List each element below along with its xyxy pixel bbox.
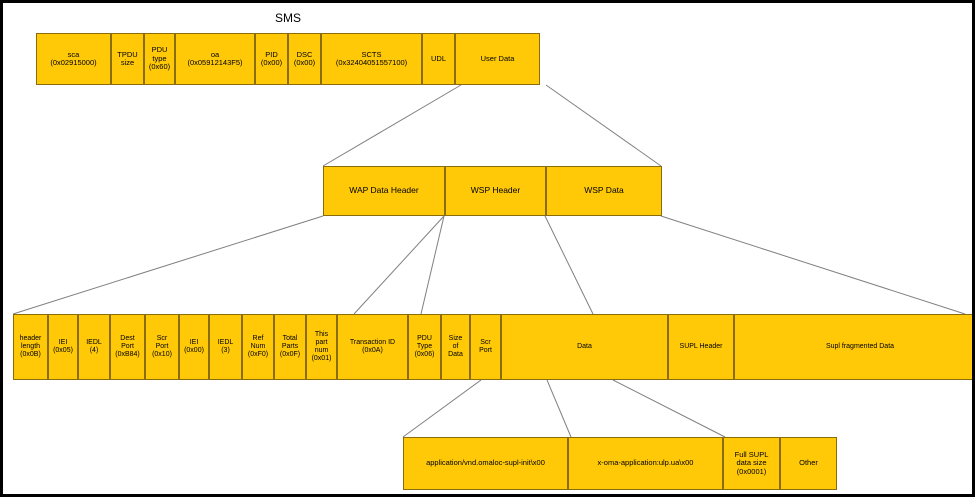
cell-scr-port-10[interactable]: Scr Port (0x10) [145,314,179,380]
cell-supl-header-label: SUPL Header [679,343,723,351]
connector-supl-mid [546,379,572,438]
cell-scts-label: SCTS (0x32404051557100) [335,49,408,67]
cell-data[interactable]: Data [501,314,668,380]
cell-other[interactable]: Other [780,437,837,490]
connector-supl-left [402,379,482,438]
cell-scts[interactable]: SCTS (0x32404051557100) [321,33,422,85]
connector-userdata-right [545,84,662,167]
cell-iedl-4[interactable]: IEDL (4) [78,314,110,380]
cell-full-supl-data-size-label: Full SUPL data size (0x0001) [734,449,769,476]
cell-content-type-ulp-ua-label: x-oma-application:ulp.ua\x00 [597,458,694,468]
cell-iei-05-label: IEI (0x05) [53,339,73,354]
cell-supl-fragmented-data[interactable]: Supl fragmented Data [734,314,972,380]
cell-other-label: Other [799,458,818,468]
cell-this-part-num-label: This part num (0x01) [311,331,332,362]
cell-content-type-supl-init[interactable]: application/vnd.omaloc-supl-init\x00 [403,437,568,490]
connector-wspheader-right [544,215,594,315]
connector-wspdata-right [660,215,966,315]
cell-oa[interactable]: oa (0x05912143F5) [175,33,255,85]
cell-content-type-ulp-ua[interactable]: x-oma-application:ulp.ua\x00 [568,437,723,490]
cell-iei-00[interactable]: IEI (0x00) [179,314,209,380]
connector-wspheader-left [420,215,445,315]
connector-wapheader-left [12,215,324,315]
row-detail: header length (0x0B) IEI (0x05) IEDL (4)… [13,314,972,380]
cell-pdu-type-label: PDU type (0x60) [148,45,171,72]
cell-size-of-data-label: Size of Data [448,335,463,358]
cell-wsp-header[interactable]: WSP Header [445,166,546,216]
cell-this-part-num[interactable]: This part num (0x01) [306,314,337,380]
cell-size-of-data[interactable]: Size of Data [441,314,470,380]
cell-iedl-4-label: IEDL (4) [86,339,102,354]
cell-dest-port-label: Dest Port (0xB84) [115,335,140,358]
cell-transaction-id[interactable]: Transaction ID (0x0A) [337,314,408,380]
cell-dsc[interactable]: DSC (0x00) [288,33,321,85]
row-sms: sca (0x02915000) TPDU size PDU type (0x6… [36,33,540,85]
cell-wap-data-header-label: WAP Data Header [349,185,419,196]
cell-udl[interactable]: UDL [422,33,455,85]
cell-scr-port-label: Scr Port [479,339,492,354]
cell-user-data-label: User Data [480,53,515,63]
cell-ref-num[interactable]: Ref Num (0xF0) [242,314,274,380]
cell-iedl-3[interactable]: IEDL (3) [209,314,242,380]
cell-scr-port-10-label: Scr Port (0x10) [152,335,172,358]
cell-pid-label: PID (0x00) [260,49,283,67]
page-title: SMS [275,11,302,25]
cell-data-label: Data [577,343,592,351]
cell-tpdu-size-label: TPDU size [117,49,138,67]
cell-header-length-label: header length (0x0B) [19,335,42,358]
cell-wap-data-header[interactable]: WAP Data Header [323,166,445,216]
cell-total-parts[interactable]: Total Parts (0x0F) [274,314,306,380]
cell-content-type-supl-init-label: application/vnd.omaloc-supl-init\x00 [426,458,545,468]
cell-pdu-type[interactable]: PDU type (0x60) [144,33,175,85]
cell-pid[interactable]: PID (0x00) [255,33,288,85]
cell-total-parts-label: Total Parts (0x0F) [279,335,301,358]
cell-user-data[interactable]: User Data [455,33,540,85]
cell-scr-port[interactable]: Scr Port [470,314,501,380]
cell-dest-port[interactable]: Dest Port (0xB84) [110,314,145,380]
cell-iei-00-label: IEI (0x00) [184,339,204,354]
cell-header-length[interactable]: header length (0x0B) [13,314,48,380]
cell-supl-header[interactable]: SUPL Header [668,314,734,380]
cell-supl-fragmented-data-label: Supl fragmented Data [825,343,895,351]
row-wap: WAP Data Header WSP Header WSP Data [323,166,662,216]
cell-transaction-id-label: Transaction ID (0x0A) [349,339,396,354]
cell-udl-label: UDL [430,53,446,63]
cell-dsc-label: DSC (0x00) [293,49,316,67]
cell-iei-05[interactable]: IEI (0x05) [48,314,78,380]
connector-supl-right [612,379,726,438]
cell-pdu-type-06[interactable]: PDU Type (0x06) [408,314,441,380]
cell-wsp-header-label: WSP Header [470,185,521,196]
cell-pdu-type-06-label: PDU Type (0x06) [414,335,435,358]
cell-ref-num-label: Ref Num (0xF0) [247,335,269,358]
cell-sca[interactable]: sca (0x02915000) [36,33,111,85]
connector-wapheader-right [353,215,445,315]
cell-wsp-data[interactable]: WSP Data [546,166,662,216]
cell-iedl-3-label: IEDL (3) [217,339,234,354]
cell-full-supl-data-size[interactable]: Full SUPL data size (0x0001) [723,437,780,490]
cell-oa-label: oa (0x05912143F5) [187,49,243,67]
row-content-types: application/vnd.omaloc-supl-init\x00 x-o… [403,437,837,490]
cell-tpdu-size[interactable]: TPDU size [111,33,144,85]
cell-wsp-data-label: WSP Data [584,185,624,196]
cell-sca-label: sca (0x02915000) [50,49,97,67]
connector-userdata-left [322,84,462,167]
